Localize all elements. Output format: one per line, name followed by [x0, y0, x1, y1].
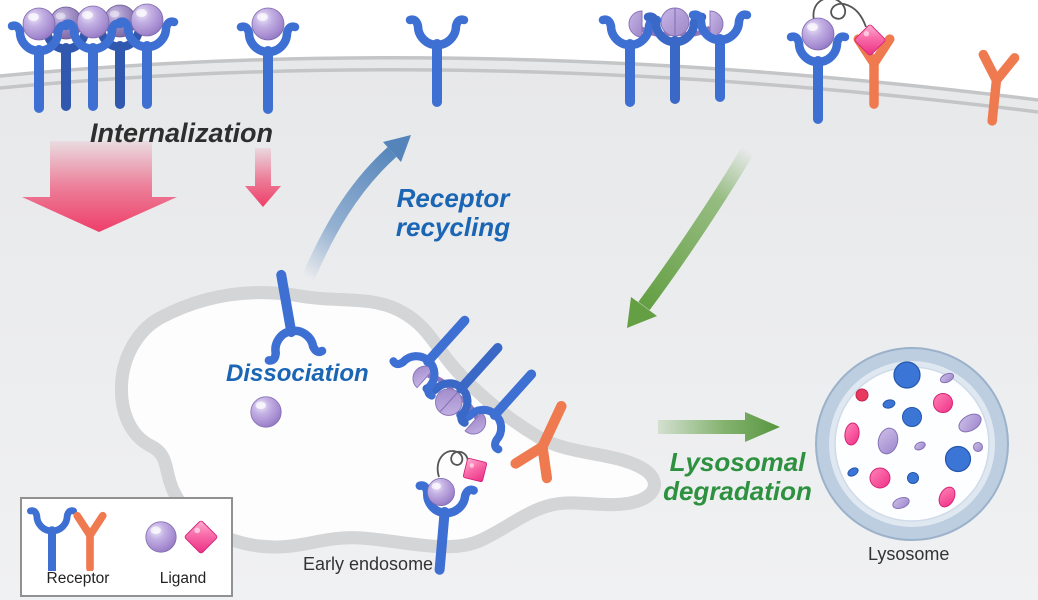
linker-tether [812, 0, 867, 28]
internalization-arrow-large [22, 141, 177, 232]
early-endosome [121, 293, 654, 547]
legend-receptor-label: Receptor [46, 570, 110, 587]
internalization-arrow-small [245, 148, 281, 207]
degradation-route-arrow [627, 146, 755, 328]
lysosome-enzymes [844, 361, 983, 510]
bispecific-ligand-complex [791, 0, 890, 119]
dissociation-label: Dissociation [226, 360, 369, 387]
legend-orange-receptor-icon [77, 516, 103, 569]
legend-diamond-ligand-icon [183, 519, 219, 555]
legend-blue-receptor-icon [30, 511, 73, 571]
tethered-ligand-receptor-endosome [413, 450, 488, 572]
legend-ligand-label: Ligand [159, 570, 207, 587]
receptor-recycling-arrow [302, 135, 411, 281]
lysosomal-degradation-arrow [658, 412, 780, 442]
linker-tether [436, 450, 469, 478]
lysosomal-degradation-label: Lysosomal degradation [663, 447, 812, 507]
early-endosome-label: Early endosome [303, 554, 434, 574]
legend-symbols [22, 499, 219, 571]
lysosome-label: Lysosome [868, 544, 950, 564]
legend-box: Receptor Ligand [20, 497, 233, 597]
lysosome [815, 347, 1009, 541]
dissociated-ligand-sphere [250, 396, 282, 428]
clustered-receptors-with-ligands [12, 3, 174, 108]
internalization-label: Internalization [90, 118, 274, 148]
legend-sphere-ligand-icon [145, 521, 177, 553]
receptor-recycling-label: Receptor recycling [395, 183, 511, 243]
